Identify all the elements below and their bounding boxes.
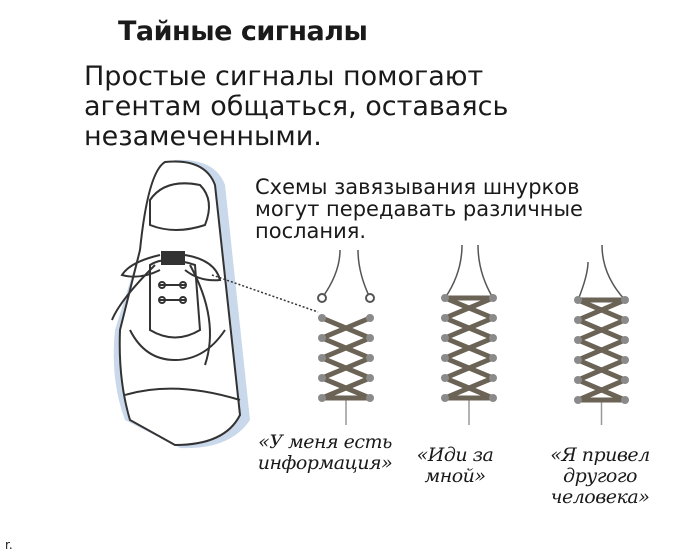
caption-line: «У меня есть [258,431,392,453]
eyelet [366,394,374,402]
eyelet [621,376,629,384]
caption-line: информация» [257,452,393,474]
lace-end [357,249,371,299]
lace-cross [577,357,626,383]
lace-end [601,244,626,301]
lace-cross [577,297,626,323]
lace-cross [321,355,371,381]
lace-cross [444,315,494,341]
caption-3: «Я привел другого человека» [535,445,665,508]
caption-line: человека» [550,486,650,508]
eyelet-empty [317,293,327,303]
eyelet [318,354,326,362]
eyelet [441,374,449,382]
corner-mark: r. [5,538,13,552]
subtitle-line: Простые сигналы помогают [84,61,484,92]
eyelet [318,394,326,402]
lace-cross [444,375,494,401]
eyelet [574,316,582,324]
subtitle-line: агентам общаться, оставаясь [84,91,509,122]
eyelet [441,314,449,322]
caption-2: «Иди за мной» [410,445,500,487]
eyelet [318,374,326,382]
shoe-illustration [111,159,250,449]
eyelet [489,354,497,362]
lace-cross [444,355,494,381]
note-line: Схемы завязывания шнурков [255,175,580,199]
eyelet [318,334,326,342]
lace-cross [577,337,626,363]
eyelet [366,354,374,362]
eyelet [574,376,582,384]
note-line: послания. [255,219,367,243]
lace-cross [444,295,494,321]
eyelet [574,396,582,404]
lace-cross [321,315,371,341]
eyelet [441,354,449,362]
caption-line: мной» [424,465,486,487]
eyelet [621,296,629,304]
eyelet [574,336,582,344]
eyelet [621,356,629,364]
eyelet-empty [365,293,375,303]
pointer-line [211,274,319,313]
lacing-note: Схемы завязывания шнурков могут передава… [255,176,583,242]
caption-line: другого [563,465,637,487]
note-line: могут передавать различные [255,197,583,221]
caption-line: «Иди за [416,444,494,466]
eyelet [574,356,582,364]
eyelet [441,334,449,342]
title: Тайные сигналы [118,16,368,47]
eyelet [489,394,497,402]
eyelet [441,294,449,302]
lace-end [321,249,341,299]
eyelet [489,314,497,322]
eyelet [621,336,629,344]
lace-end [577,261,589,301]
caption-1: «У меня есть информация» [250,432,400,474]
eyelet [441,394,449,402]
caption-line: «Я привел [550,444,650,466]
lace-end [444,244,463,299]
subtitle-line: незамеченными. [84,121,322,152]
eyelet [621,396,629,404]
eyelet [318,314,326,322]
eyelet [621,316,629,324]
lace-cross [321,335,371,361]
eyelet [366,374,374,382]
lace-end [477,244,494,299]
lace-cross [444,335,494,361]
eyelet [489,334,497,342]
eyelet [366,314,374,322]
eyelet [574,296,582,304]
subtitle: Простые сигналы помогают агентам общатьс… [84,62,508,152]
eyelet [489,374,497,382]
eyelet [366,334,374,342]
lace-cross [577,317,626,343]
lace-cross [577,377,626,403]
eyelet [489,294,497,302]
lace-cross [321,375,371,401]
